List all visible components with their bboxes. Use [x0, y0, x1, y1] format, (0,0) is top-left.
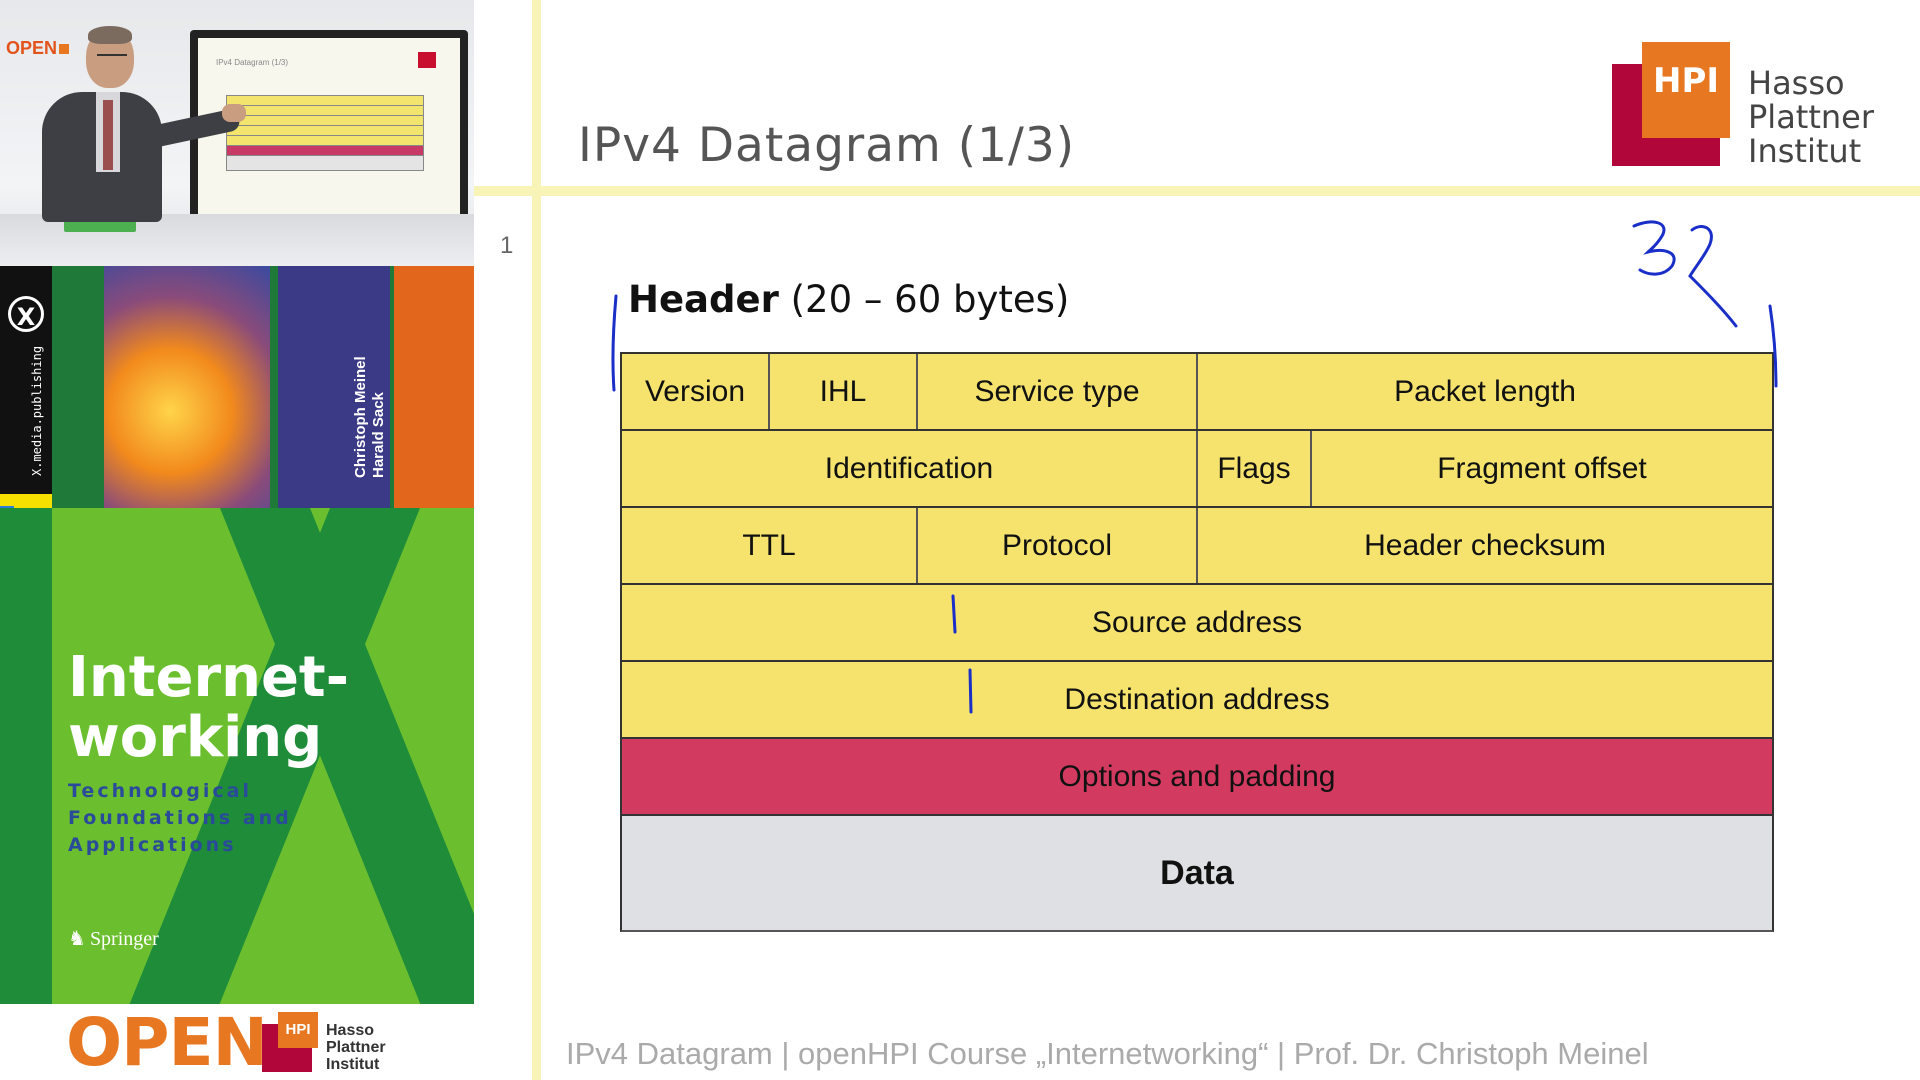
book-title-line-1: Internet- [68, 645, 349, 710]
slide-vertical-rule [532, 0, 541, 1080]
presenter-video[interactable]: OPEN IPv4 Datagram (1/3) [0, 0, 474, 266]
slide-footer: IPv4 Datagram | openHPI Course „Internet… [566, 1036, 1649, 1071]
x-media-logo-icon: X [8, 296, 44, 332]
field-identification: Identification [622, 431, 1198, 506]
book-subtitle: Technological Foundations and Applicatio… [68, 778, 292, 859]
datagram-row-5: Destination address [620, 660, 1774, 737]
book-orange-stripe [394, 266, 474, 508]
book-authors: Christoph Meinel Harald Sack [352, 356, 388, 478]
book-series-name: X.media.publishing [30, 345, 44, 476]
book-subtitle-line-1: Technological [68, 780, 252, 802]
presenter-glasses [97, 54, 127, 62]
hpi-logo: HPI Hasso Plattner Institut [1612, 42, 1882, 172]
left-panel: OPEN IPv4 Datagram (1/3) Christoph Meine… [0, 0, 474, 1080]
openhpi-logo[interactable]: OPEN HPI Hasso Plattner Institut [0, 1004, 474, 1080]
field-ihl: IHL [770, 354, 918, 429]
openhpi-line-1: Hasso [326, 1022, 375, 1039]
screen-mini-title: IPv4 Datagram (1/3) [216, 58, 289, 67]
screen-mini-logo [418, 52, 436, 68]
field-destination-address: Destination address [622, 662, 1772, 737]
openhpi-line-2: Plattner [326, 1039, 386, 1056]
book-subtitle-line-2: Foundations and [68, 807, 292, 829]
book-left-band [0, 508, 52, 1004]
hpi-logo-line-1: Hasso [1748, 64, 1845, 102]
datagram-row-2: Identification Flags Fragment offset [620, 429, 1774, 506]
presenter-hand [222, 104, 246, 122]
book-author-stripe [278, 266, 390, 508]
datagram-row-6: Options and padding [620, 737, 1774, 814]
openhpi-line-3: Institut [326, 1056, 380, 1073]
video-open-tag: OPEN [6, 38, 70, 59]
field-ttl: TTL [622, 508, 918, 583]
book-subtitle-line-3: Applications [68, 834, 237, 856]
field-protocol: Protocol [918, 508, 1198, 583]
book-author-1: Christoph Meinel [352, 356, 369, 478]
openhpi-hpi-mark: HPI [278, 1012, 318, 1048]
book-publisher: ♞Springer [68, 926, 159, 951]
field-fragment-offset: Fragment offset [1312, 431, 1772, 506]
datagram-row-3: TTL Protocol Header checksum [620, 506, 1774, 583]
ink-left-bracket [611, 294, 618, 392]
springer-horse-icon: ♞ [68, 928, 86, 950]
hpi-logo-line-2: Plattner [1748, 98, 1875, 136]
datagram-row-1: Version IHL Service type Packet length [620, 352, 1774, 429]
header-caption: Header (20 – 60 bytes) [628, 278, 1069, 321]
screen-mini-table [226, 95, 424, 171]
field-options-padding: Options and padding [622, 739, 1772, 814]
book-yellow-mark [0, 494, 52, 508]
openhpi-institute-name: Hasso Plattner Institut [326, 1022, 386, 1073]
slide-horizontal-rule [474, 186, 1920, 196]
ink-digit-2 [1688, 225, 1738, 328]
presenter-tie [103, 100, 113, 170]
lecture-slide: IPv4 Datagram (1/3) 1 HPI Hasso Plattner… [474, 0, 1920, 1080]
book-cover: Christoph Meinel Harald Sack X X.media.p… [0, 266, 474, 1004]
datagram-row-4: Source address [620, 583, 1774, 660]
hpi-logo-text: Hasso Plattner Institut [1748, 66, 1874, 168]
field-service-type: Service type [918, 354, 1198, 429]
openhpi-open-text: OPEN [66, 1004, 268, 1080]
presentation-screen-content: IPv4 Datagram (1/3) [198, 38, 460, 214]
field-header-checksum: Header checksum [1198, 508, 1772, 583]
slide-number: 1 [500, 232, 514, 259]
ipv4-datagram-table: Version IHL Service type Packet length I… [620, 352, 1774, 932]
slide-title: IPv4 Datagram (1/3) [578, 118, 1076, 173]
presenter-hair [88, 26, 132, 44]
book-author-2: Harald Sack [370, 392, 387, 478]
hpi-logo-line-3: Institut [1748, 132, 1862, 170]
field-packet-length: Packet length [1198, 354, 1772, 429]
book-artwork [104, 266, 270, 508]
datagram-row-7: Data [620, 814, 1774, 932]
book-title: Internet- working [68, 648, 349, 768]
hpi-logo-mark: HPI [1642, 42, 1730, 138]
ink-digit-3 [1632, 220, 1676, 276]
field-source-address: Source address [622, 585, 1772, 660]
field-version: Version [622, 354, 770, 429]
field-flags: Flags [1198, 431, 1312, 506]
header-caption-bold: Header [628, 278, 779, 321]
field-data: Data [622, 816, 1772, 930]
book-publisher-name: Springer [89, 928, 159, 950]
book-title-line-2: working [68, 705, 323, 770]
header-caption-size: (20 – 60 bytes) [778, 278, 1070, 321]
